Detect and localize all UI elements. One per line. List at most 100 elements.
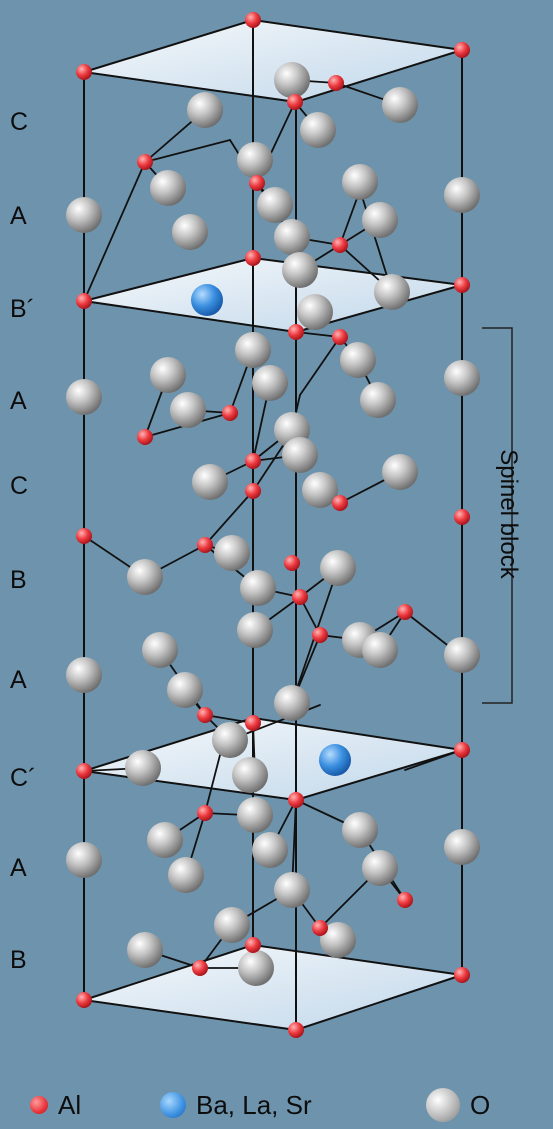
oxygen-atom (252, 365, 288, 401)
aluminium-atom (76, 763, 92, 779)
spinel-block-label: Spinel block (495, 449, 522, 579)
aluminium-atom (287, 94, 303, 110)
oxygen-atom (66, 379, 102, 415)
aluminium-atom (454, 742, 470, 758)
oxygen-atom (66, 197, 102, 233)
ba-la-sr-atom-icon (160, 1092, 186, 1118)
layer-label: A (10, 854, 27, 882)
legend-item-ba-la-sr: Ba, La, Sr (160, 1087, 312, 1123)
aluminium-atom (397, 604, 413, 620)
oxygen-atom (147, 822, 183, 858)
oxygen-atom (214, 535, 250, 571)
oxygen-atom (150, 357, 186, 393)
aluminium-atom (245, 715, 261, 731)
oxygen-atom (240, 570, 276, 606)
bond-line (299, 336, 341, 396)
layer-label: B´ (10, 295, 35, 323)
legend-item-al: Al (30, 1087, 81, 1123)
aluminium-atom (288, 324, 304, 340)
oxygen-atom (360, 382, 396, 418)
aluminium-atom (288, 1022, 304, 1038)
oxygen-atom (167, 672, 203, 708)
oxygen-atom (127, 932, 163, 968)
oxygen-atom (170, 392, 206, 428)
oxygen-atom (238, 950, 274, 986)
aluminium-atom (222, 405, 238, 421)
oxygen-atom (444, 177, 480, 213)
oxygen-atom (382, 454, 418, 490)
oxygen-atom (382, 87, 418, 123)
aluminium-atom (332, 495, 348, 511)
aluminium-atom (397, 892, 413, 908)
oxygen-atom (444, 360, 480, 396)
aluminium-atom (284, 555, 300, 571)
oxygen-atom (302, 472, 338, 508)
legend-item-o: O (426, 1087, 490, 1123)
oxygen-atom (274, 872, 310, 908)
oxygen-atom (142, 632, 178, 668)
oxygen-atom (257, 187, 293, 223)
layer-label: C (10, 472, 29, 500)
aluminium-atom (245, 483, 261, 499)
aluminium-atom (245, 12, 261, 28)
oxygen-atom (212, 722, 248, 758)
aluminium-atom (245, 453, 261, 469)
oxygen-atom (320, 922, 356, 958)
oxygen-atom (444, 637, 480, 673)
aluminium-atom (245, 937, 261, 953)
aluminium-atom (197, 707, 213, 723)
aluminium-atom (137, 429, 153, 445)
bond-line (204, 754, 221, 814)
oxygen-atom (362, 202, 398, 238)
layer-label: C´ (10, 764, 37, 792)
aluminium-atom (249, 175, 265, 191)
oxygen-atom (252, 832, 288, 868)
legend-label-o: O (470, 1089, 491, 1120)
aluminium-atom (332, 329, 348, 345)
bond-line (83, 161, 146, 302)
layer-label: A (10, 387, 27, 415)
aluminium-atom (197, 805, 213, 821)
oxygen-atom (214, 907, 250, 943)
oxygen-atom (127, 559, 163, 595)
aluminium-atom (197, 537, 213, 553)
legend-label-al: Al (58, 1089, 82, 1120)
aluminium-atom (192, 960, 208, 976)
aluminium-atom (332, 237, 348, 253)
oxygen-atom (342, 812, 378, 848)
bond-line (204, 714, 254, 724)
aluminium-atom (312, 920, 328, 936)
spinel-block-bracket (482, 327, 513, 704)
layer-label: A (10, 202, 27, 230)
ba-la-sr-atom (319, 744, 351, 776)
oxygen-atom (237, 797, 273, 833)
ba-la-sr-atom (191, 284, 223, 316)
oxygen-atom (297, 294, 333, 330)
oxygen-atom (300, 112, 336, 148)
aluminium-atom (454, 967, 470, 983)
oxygen-atom (168, 857, 204, 893)
aluminium-atom (76, 64, 92, 80)
oxygen-atom (342, 164, 378, 200)
oxygen-atom (274, 685, 310, 721)
aluminium-atom (454, 509, 470, 525)
aluminium-atom (137, 154, 153, 170)
oxygen-atom (66, 842, 102, 878)
oxygen-atom (274, 62, 310, 98)
oxygen-atom (282, 252, 318, 288)
aluminium-atom (76, 528, 92, 544)
aluminium-atom (292, 589, 308, 605)
aluminium-atom (76, 992, 92, 1008)
layer-label: C (10, 108, 29, 136)
oxygen-atom (340, 342, 376, 378)
oxygen-atom (187, 92, 223, 128)
aluminium-atom (454, 277, 470, 293)
layer-label: B (10, 566, 27, 594)
oxygen-atom (362, 632, 398, 668)
oxygen-atom (444, 829, 480, 865)
bond-line (204, 490, 254, 546)
oxygen-atom (66, 657, 102, 693)
layer-label: B (10, 946, 27, 974)
